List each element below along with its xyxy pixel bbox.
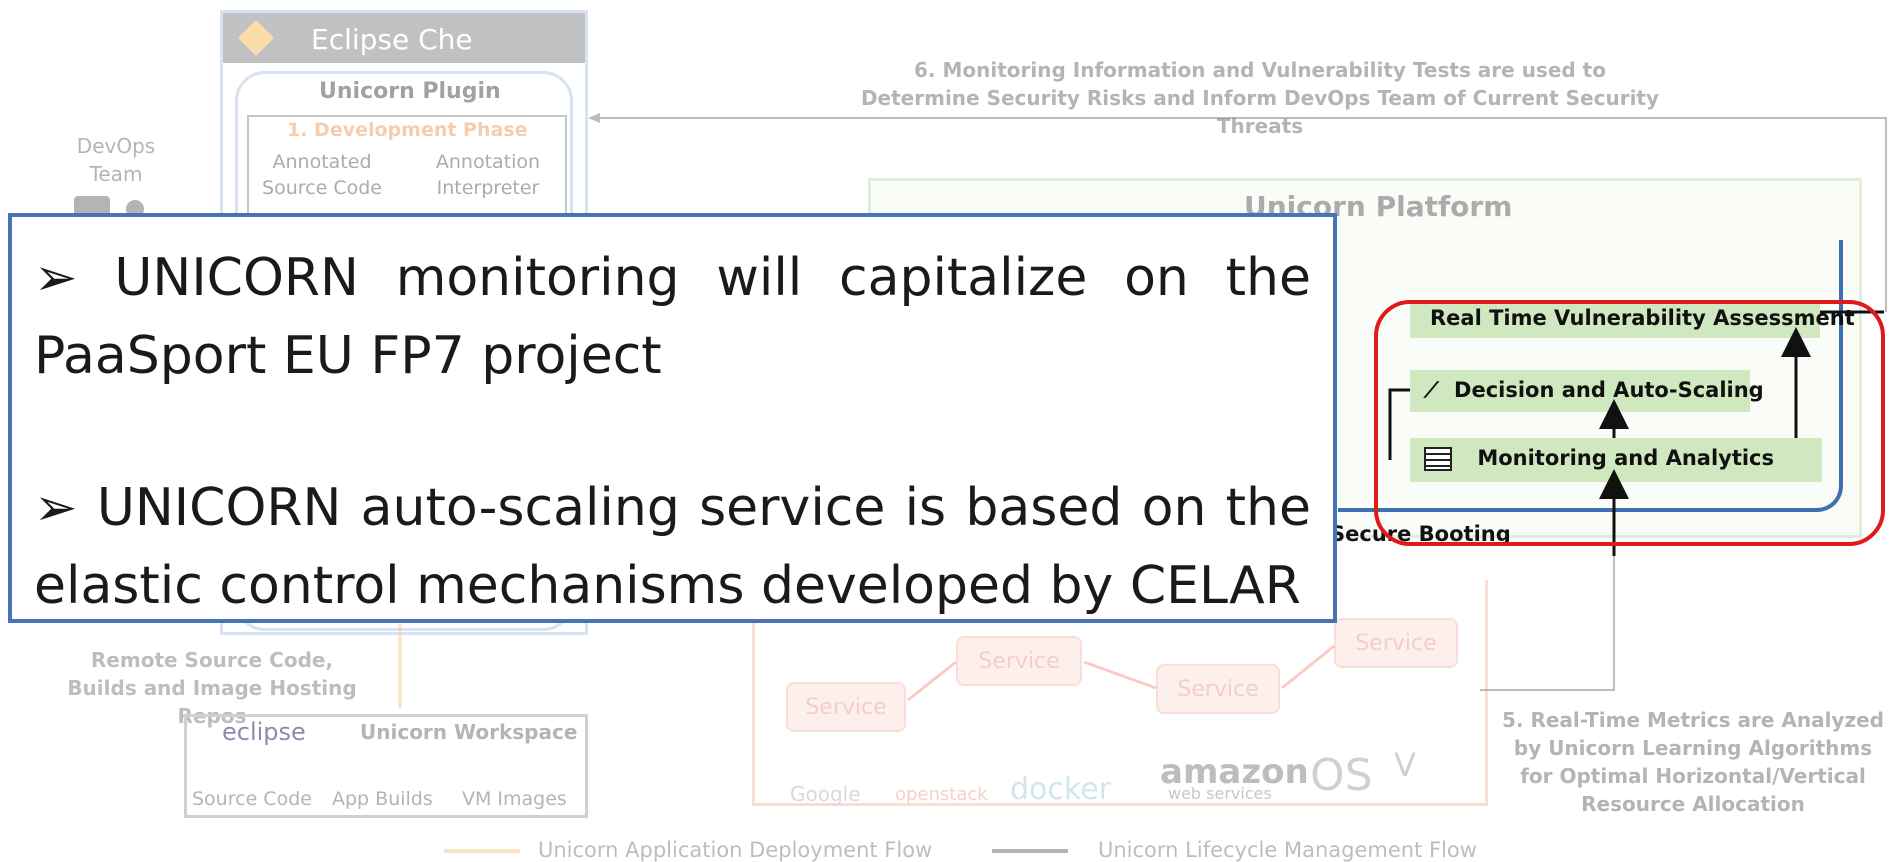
osv-logo: OS <box>1310 750 1373 801</box>
unicorn-workspace-box <box>184 714 588 818</box>
step5-text: 5. Real-Time Metrics are Analyzed by Uni… <box>1501 708 1884 816</box>
platform-inner-box <box>1338 240 1843 512</box>
google-logo: Google <box>790 782 861 806</box>
legend-deployment-line <box>444 849 520 853</box>
legend-lifecycle-line <box>992 849 1068 853</box>
workspace-item-builds: App Builds <box>332 788 433 810</box>
bullet-2: ➢ UNICORN auto-scaling service is based … <box>34 478 1312 616</box>
service-box: Service <box>956 636 1082 686</box>
aws-subtitle: web services <box>1168 784 1272 803</box>
eclipse-logo: eclipse <box>222 718 306 746</box>
service-box: Service <box>786 682 906 732</box>
arrow-bullet-icon: ➢ <box>34 478 97 538</box>
workspace-item-vm: VM Images <box>462 788 567 810</box>
document-icon <box>1424 447 1452 471</box>
openstack-logo: openstack <box>895 784 988 805</box>
highlight-frame <box>1374 300 1885 546</box>
legend-lifecycle-label: Unicorn Lifecycle Management Flow <box>1098 838 1477 862</box>
annotated-source-label: Annotated Source Code <box>262 151 382 199</box>
workspace-title: Unicorn Workspace <box>360 720 578 744</box>
devops-team-label: DevOps Team <box>76 134 156 186</box>
code-icon <box>74 196 110 218</box>
decision-label: Decision and Auto-Scaling <box>1454 378 1764 402</box>
chart-line-icon: ⟋ <box>1424 378 1439 402</box>
monitoring-label: Monitoring and Analytics <box>1477 446 1775 470</box>
docker-logo: docker <box>1010 772 1111 807</box>
bullet-overlay: ➢ UNICORN monitoring will capitalize on … <box>8 213 1337 623</box>
service-box: Service <box>1334 618 1458 668</box>
service-box: Service <box>1156 664 1280 714</box>
repos-label: Remote Source Code, Builds and Image Hos… <box>67 648 357 728</box>
arrow-bullet-icon: ➢ <box>34 248 115 308</box>
annotation-interpreter-label: Annotation Interpreter <box>435 151 541 199</box>
eclipse-che-title: Eclipse Che <box>311 23 473 56</box>
workspace-item-source: Source Code <box>192 788 312 810</box>
decision-box: ⟋ Decision and Auto-Scaling <box>1410 370 1764 412</box>
development-phase-label: 1. Development Phase <box>287 119 528 141</box>
osv-logo-v: V <box>1394 746 1416 784</box>
unicorn-plugin-title: Unicorn Plugin <box>319 79 501 104</box>
rt-vulnerability-box: Real Time Vulnerability Assessment <box>1410 302 1855 338</box>
amazon-logo: amazon <box>1160 752 1309 792</box>
rt-vulnerability-label: Real Time Vulnerability Assessment <box>1430 306 1855 330</box>
deployment-area <box>752 580 1488 806</box>
legend-deployment-label: Unicorn Application Deployment Flow <box>538 838 933 862</box>
bullet-1: ➢ UNICORN monitoring will capitalize on … <box>34 248 1311 386</box>
